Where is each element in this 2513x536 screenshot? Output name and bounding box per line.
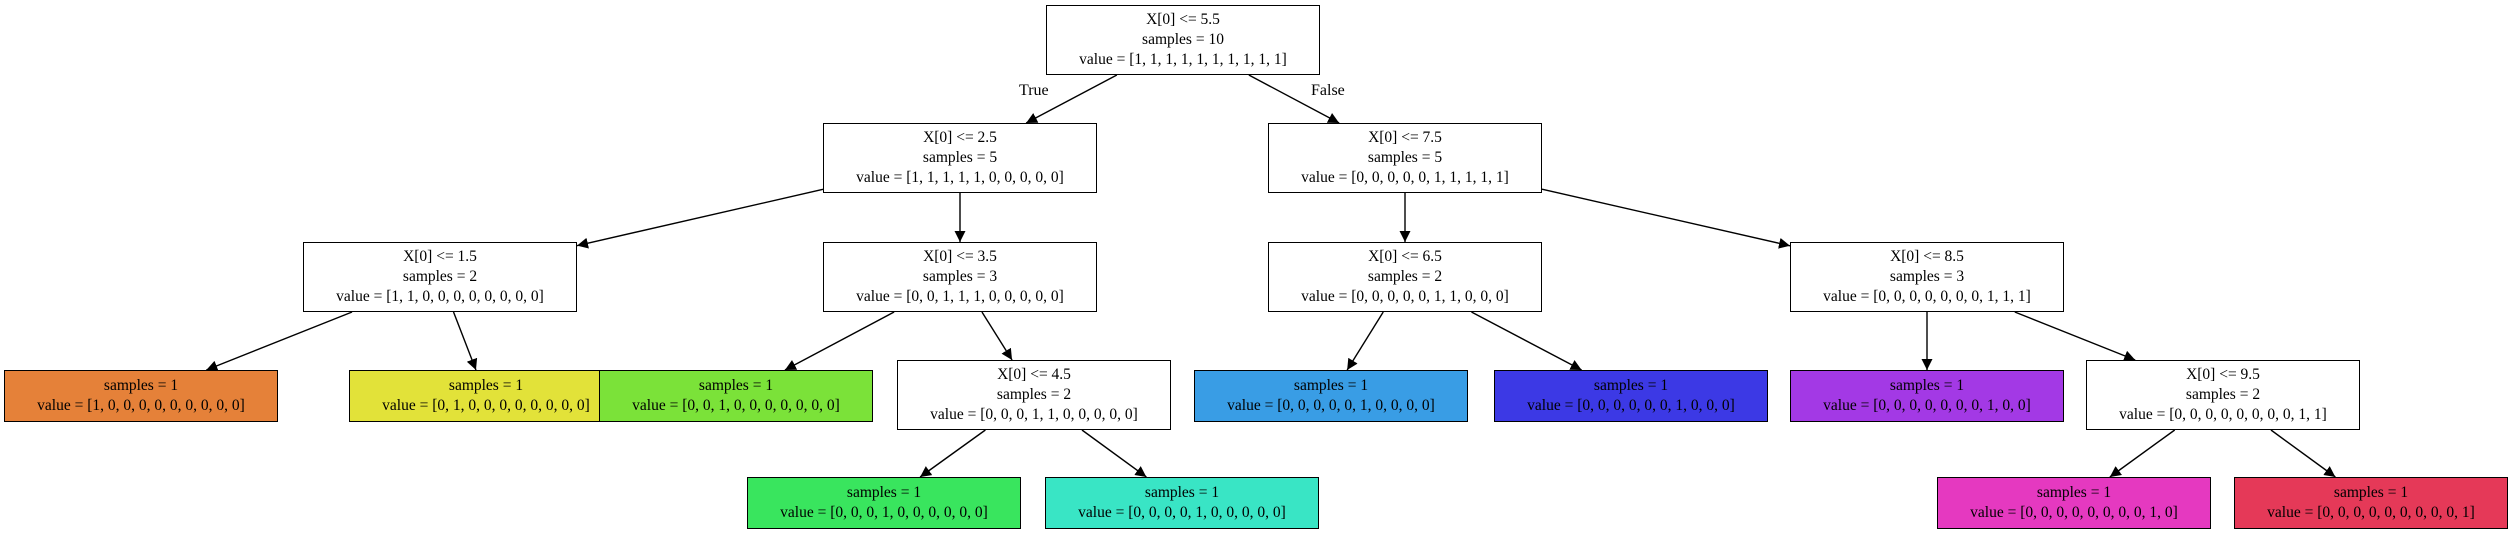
- edge-label-true: True: [1019, 82, 1049, 99]
- leaf-node-n9: samples = 1 value = [0, 0, 1, 0, 0, 0, 0,…: [599, 370, 873, 422]
- node-split-condition: X[0] <= 2.5: [923, 129, 997, 146]
- edge-n3-to-n7: [206, 311, 353, 372]
- node-split-condition: X[0] <= 8.5: [1890, 248, 1964, 265]
- split-node-n2: X[0] <= 7.5 samples = 5 value = [0, 0, 0, …: [1268, 123, 1542, 193]
- node-samples-text: samples = 5: [1367, 149, 1443, 166]
- split-node-n14: X[0] <= 9.5 samples = 2 value = [0, 0, 0, …: [2086, 360, 2360, 430]
- node-samples-text: samples = 1: [2036, 484, 2112, 501]
- node-value-text: value = [0, 0, 0, 0, 0, 0, 1, 0, 0, 0]: [1527, 397, 1735, 414]
- node-samples-text: samples = 1: [103, 377, 179, 394]
- node-samples-text: samples = 1: [2333, 484, 2409, 501]
- node-samples-text: samples = 5: [922, 149, 998, 166]
- edge-n10-to-n16: [1081, 429, 1147, 478]
- edge-n14-to-n18: [2270, 429, 2336, 478]
- split-node-n1: X[0] <= 2.5 samples = 5 value = [1, 1, 1, …: [823, 123, 1097, 193]
- edge-label-false: False: [1311, 82, 1345, 99]
- node-samples-text: samples = 2: [402, 268, 478, 285]
- edge-n4-to-n10: [981, 311, 1013, 361]
- node-value-text: value = [1, 1, 1, 1, 1, 1, 1, 1, 1, 1]: [1079, 51, 1287, 68]
- node-samples-text: samples = 2: [1367, 268, 1443, 285]
- edge-n2-to-n6: [1541, 188, 1791, 249]
- node-value-text: value = [0, 0, 0, 0, 0, 1, 0, 0, 0, 0]: [1227, 397, 1435, 414]
- leaf-node-n12: samples = 1 value = [0, 0, 0, 0, 0, 0, 1,…: [1494, 370, 1768, 422]
- node-value-text: value = [1, 1, 0, 0, 0, 0, 0, 0, 0, 0]: [336, 288, 544, 305]
- node-value-text: value = [0, 0, 1, 1, 1, 0, 0, 0, 0, 0]: [856, 288, 1064, 305]
- node-split-condition: X[0] <= 7.5: [1368, 129, 1442, 146]
- edge-n5-to-n11: [1346, 311, 1384, 371]
- edge-n10-to-n15: [919, 429, 986, 478]
- node-value-text: value = [0, 0, 0, 0, 1, 0, 0, 0, 0, 0]: [1078, 504, 1286, 521]
- node-split-condition: X[0] <= 6.5: [1368, 248, 1442, 265]
- node-split-condition: X[0] <= 1.5: [403, 248, 477, 265]
- node-value-text: value = [0, 0, 0, 1, 1, 0, 0, 0, 0, 0]: [930, 406, 1138, 423]
- node-samples-text: samples = 1: [1144, 484, 1220, 501]
- node-value-text: value = [1, 1, 1, 1, 1, 0, 0, 0, 0, 0]: [856, 169, 1064, 186]
- split-node-n3: X[0] <= 1.5 samples = 2 value = [1, 1, 0, …: [303, 242, 577, 312]
- node-split-condition: X[0] <= 9.5: [2186, 366, 2260, 383]
- node-samples-text: samples = 2: [2185, 386, 2261, 403]
- edge-n3-to-n8: [452, 311, 478, 371]
- leaf-node-n18: samples = 1 value = [0, 0, 0, 0, 0, 0, 0,…: [2234, 477, 2508, 529]
- split-node-n6: X[0] <= 8.5 samples = 3 value = [0, 0, 0, …: [1790, 242, 2064, 312]
- node-samples-text: samples = 1: [1593, 377, 1669, 394]
- node-value-text: value = [0, 0, 0, 0, 0, 0, 0, 0, 0, 1]: [2267, 504, 2475, 521]
- node-value-text: value = [0, 0, 1, 0, 0, 0, 0, 0, 0, 0]: [632, 397, 840, 414]
- node-samples-text: samples = 1: [1889, 377, 1965, 394]
- edge-n14-to-n17: [2109, 429, 2176, 478]
- leaf-node-n16: samples = 1 value = [0, 0, 0, 0, 1, 0, 0,…: [1045, 477, 1319, 529]
- edge-n0-to-n2: [1248, 74, 1340, 124]
- node-value-text: value = [0, 0, 0, 1, 0, 0, 0, 0, 0, 0]: [780, 504, 988, 521]
- node-split-condition: X[0] <= 3.5: [923, 248, 997, 265]
- leaf-node-n17: samples = 1 value = [0, 0, 0, 0, 0, 0, 0,…: [1937, 477, 2211, 529]
- node-value-text: value = [1, 0, 0, 0, 0, 0, 0, 0, 0, 0]: [37, 397, 245, 414]
- split-node-n10: X[0] <= 4.5 samples = 2 value = [0, 0, 0, …: [897, 360, 1171, 430]
- node-value-text: value = [0, 0, 0, 0, 0, 0, 0, 0, 1, 0]: [1970, 504, 2178, 521]
- edge-n6-to-n14: [2014, 311, 2136, 362]
- node-value-text: value = [0, 1, 0, 0, 0, 0, 0, 0, 0, 0]: [382, 397, 590, 414]
- node-split-condition: X[0] <= 5.5: [1146, 11, 1220, 28]
- split-node-n4: X[0] <= 3.5 samples = 3 value = [0, 0, 1, …: [823, 242, 1097, 312]
- node-value-text: value = [0, 0, 0, 0, 0, 0, 0, 1, 0, 0]: [1823, 397, 2031, 414]
- leaf-node-n11: samples = 1 value = [0, 0, 0, 0, 0, 1, 0,…: [1194, 370, 1468, 422]
- node-samples-text: samples = 1: [448, 377, 524, 394]
- leaf-node-n8: samples = 1 value = [0, 1, 0, 0, 0, 0, 0,…: [349, 370, 623, 422]
- node-samples-text: samples = 1: [1293, 377, 1369, 394]
- leaf-node-n13: samples = 1 value = [0, 0, 0, 0, 0, 0, 0,…: [1790, 370, 2064, 422]
- node-value-text: value = [0, 0, 0, 0, 0, 1, 1, 1, 1, 1]: [1301, 169, 1509, 186]
- node-value-text: value = [0, 0, 0, 0, 0, 0, 0, 0, 1, 1]: [2119, 406, 2327, 423]
- node-split-condition: X[0] <= 4.5: [997, 366, 1071, 383]
- node-samples-text: samples = 3: [922, 268, 998, 285]
- leaf-node-n15: samples = 1 value = [0, 0, 0, 1, 0, 0, 0,…: [747, 477, 1021, 529]
- edge-n0-to-n1: [1025, 74, 1118, 124]
- node-samples-text: samples = 1: [698, 377, 774, 394]
- node-value-text: value = [0, 0, 0, 0, 0, 0, 0, 1, 1, 1]: [1823, 288, 2031, 305]
- split-node-n5: X[0] <= 6.5 samples = 2 value = [0, 0, 0, …: [1268, 242, 1542, 312]
- leaf-node-n7: samples = 1 value = [1, 0, 0, 0, 0, 0, 0,…: [4, 370, 278, 422]
- node-samples-text: samples = 1: [846, 484, 922, 501]
- node-value-text: value = [0, 0, 0, 0, 0, 1, 1, 0, 0, 0]: [1301, 288, 1509, 305]
- edge-n4-to-n9: [784, 311, 895, 371]
- edge-n5-to-n12: [1471, 311, 1582, 371]
- node-samples-text: samples = 2: [996, 386, 1072, 403]
- edge-n1-to-n3: [576, 188, 824, 249]
- node-samples-text: samples = 3: [1889, 268, 1965, 285]
- split-node-n0: X[0] <= 5.5 samples = 10 value = [1, 1, 1,…: [1046, 5, 1320, 75]
- node-samples-text: samples = 10: [1142, 31, 1224, 48]
